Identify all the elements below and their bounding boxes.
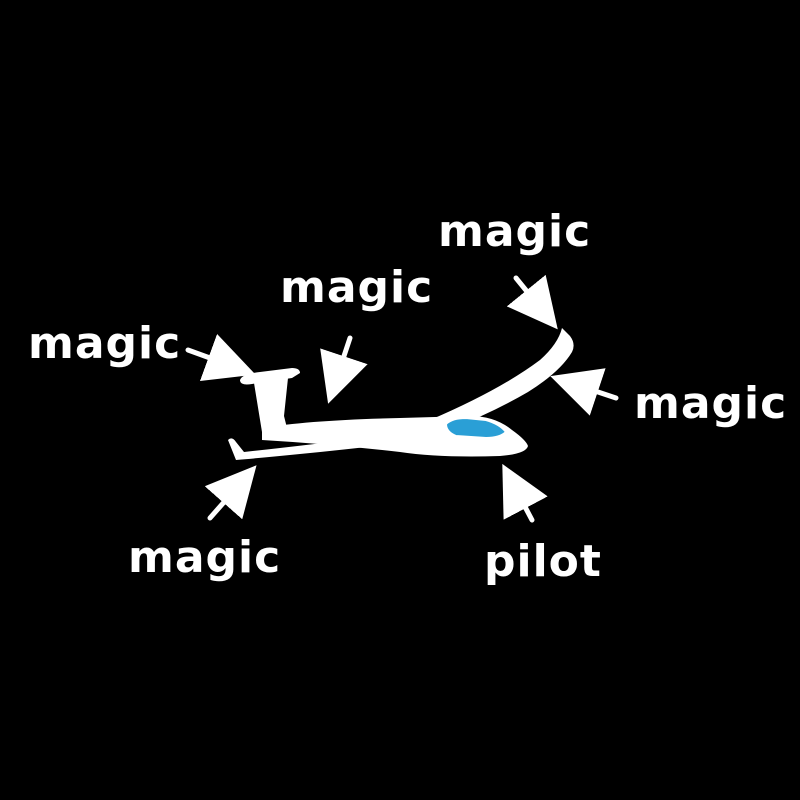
arrow-wingtip [506, 274, 558, 330]
label-magic-stabilizer: magic [28, 318, 182, 369]
glider-illustration [228, 328, 574, 460]
arrow-pilot [502, 463, 548, 523]
canopy [444, 416, 508, 440]
arrow-wing [550, 368, 619, 416]
arrow-near-wing [204, 465, 257, 521]
label-magic-near-wing: magic [128, 532, 282, 583]
label-magic-wingtip: magic [438, 206, 592, 257]
label-pilot: pilot [484, 536, 602, 587]
far-wing [430, 328, 574, 428]
near-wing [228, 430, 444, 460]
label-magic-wing: magic [634, 378, 788, 429]
arrow-stabilizer [185, 333, 256, 381]
arrow-fuselage [320, 335, 368, 404]
vertical-fin [254, 378, 288, 434]
label-magic-fuselage: magic [280, 262, 434, 313]
